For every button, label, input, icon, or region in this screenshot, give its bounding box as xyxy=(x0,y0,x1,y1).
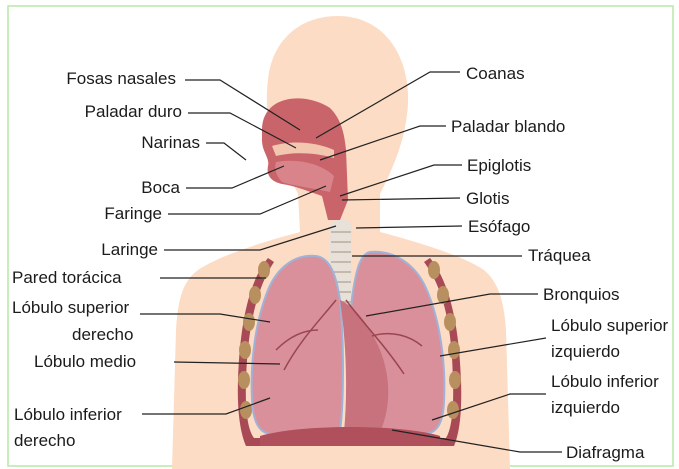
label-lobulo-inferior-derecho-1: Lóbulo inferior xyxy=(14,405,122,425)
label-faringe: Faringe xyxy=(40,204,162,224)
label-lobulo-superior-derecho-2: derecho xyxy=(72,325,133,345)
label-esofago: Esófago xyxy=(468,217,530,237)
label-lobulo-inferior-izquierdo-2: izquierdo xyxy=(551,398,620,418)
label-glotis: Glotis xyxy=(466,189,509,209)
label-epiglotis: Epiglotis xyxy=(467,156,531,176)
label-paladar-duro: Paladar duro xyxy=(46,102,182,122)
label-boca: Boca xyxy=(100,178,180,198)
label-lobulo-superior-izquierdo-1: Lóbulo superior xyxy=(551,316,668,336)
label-narinas: Narinas xyxy=(90,133,200,153)
label-coanas: Coanas xyxy=(466,64,525,84)
label-diafragma: Diafragma xyxy=(566,443,644,463)
label-paladar-blando: Paladar blando xyxy=(451,117,565,137)
label-laringe: Laringe xyxy=(40,240,158,260)
label-lobulo-inferior-derecho-2: derecho xyxy=(14,431,75,451)
label-traquea: Tráquea xyxy=(528,246,591,266)
label-lobulo-superior-derecho-1: Lóbulo superior xyxy=(12,298,129,318)
label-pared-toracica: Pared torácica xyxy=(12,268,122,288)
label-lobulo-superior-izquierdo-2: izquierdo xyxy=(551,342,620,362)
label-bronquios: Bronquios xyxy=(543,285,620,305)
label-lobulo-medio: Lóbulo medio xyxy=(34,352,136,372)
label-lobulo-inferior-izquierdo-1: Lóbulo inferior xyxy=(551,372,659,392)
label-fosas-nasales: Fosas nasales xyxy=(46,69,176,89)
